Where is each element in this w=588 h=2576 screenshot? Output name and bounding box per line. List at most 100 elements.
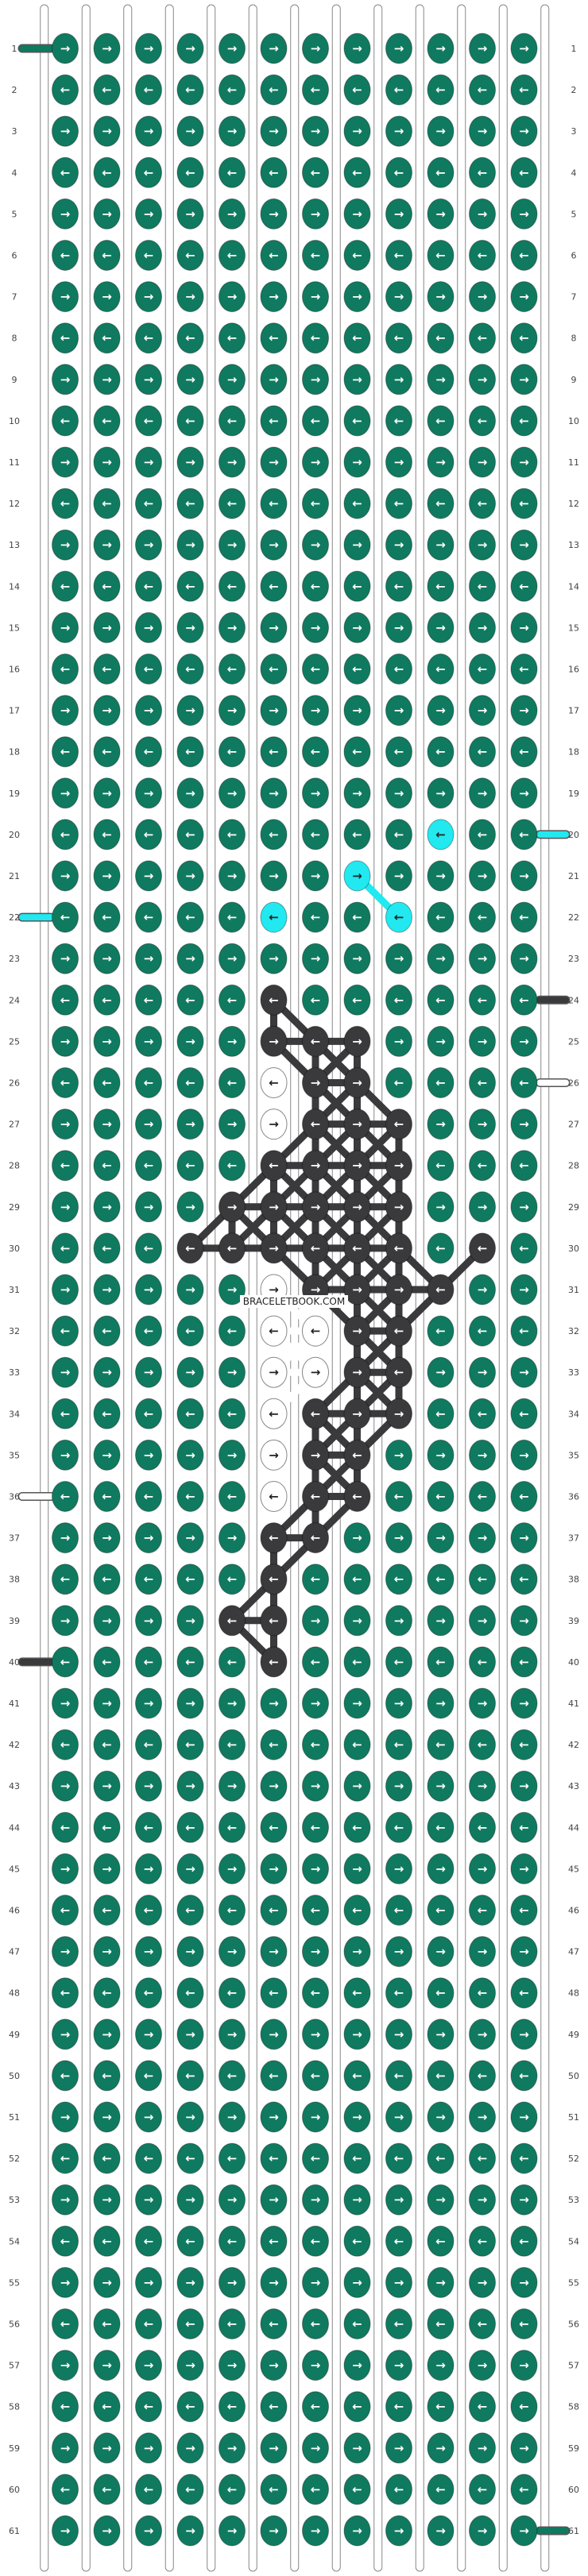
knot: ←: [510, 1481, 538, 1512]
row-label-left: 46: [9, 1906, 20, 1916]
knot-bead: [52, 1439, 79, 1471]
arrow-left-icon: ←: [394, 1903, 404, 1918]
knot: →: [427, 2266, 455, 2298]
knot-bead: [302, 2474, 329, 2505]
knot-bead: [52, 2515, 79, 2547]
knot-bead: [302, 2515, 329, 2547]
knot: →: [219, 364, 246, 395]
knot-bead: [93, 1522, 121, 1554]
knot-bead: [93, 654, 121, 684]
arrow-left-icon: ←: [478, 2151, 488, 2165]
arrow-right-icon: →: [227, 1034, 238, 1048]
knot: ←: [52, 1646, 79, 1678]
arrow-left-icon: ←: [435, 496, 446, 511]
knot: →: [343, 198, 371, 229]
knot-bead: [176, 2060, 204, 2092]
arrow-right-icon: →: [269, 1241, 279, 1255]
arrow-right-icon: →: [478, 704, 488, 718]
knot-bead: [176, 1398, 204, 1429]
knot: ←: [510, 2474, 538, 2505]
knot: →: [469, 2266, 496, 2298]
knot-bead: [343, 405, 371, 437]
knot: →: [93, 2101, 121, 2133]
knot-bead: [260, 2308, 288, 2339]
knot-bead: [427, 654, 455, 684]
arrow-left-icon: ←: [519, 2151, 529, 2165]
row-label-left: 58: [9, 2402, 20, 2412]
knot-bead: [427, 2266, 455, 2298]
knot-bead: [219, 529, 246, 561]
knot-bead: [510, 488, 538, 519]
knot: ←: [427, 1977, 455, 2009]
knot: ←: [260, 1315, 288, 1347]
knot-bead: [302, 281, 329, 313]
knot-bead: [302, 611, 329, 643]
arrow-left-icon: ←: [102, 2069, 112, 2083]
knot-bead: [385, 2308, 412, 2339]
knot: ←: [510, 570, 538, 602]
knot: ←: [176, 819, 204, 850]
knot-bead: [302, 115, 329, 147]
knot-bead: [135, 1770, 162, 1802]
arrow-right-icon: →: [144, 786, 154, 800]
knot: →: [343, 364, 371, 395]
knot: ←: [343, 736, 371, 768]
knot: ←: [385, 1895, 412, 1926]
knot: →: [260, 1191, 288, 1223]
arrow-right-icon: →: [519, 1365, 529, 1379]
arrow-left-icon: ←: [185, 745, 195, 759]
knot-bead: [260, 322, 288, 354]
knot-bead: [385, 1315, 412, 1347]
knot: →: [385, 115, 412, 147]
arrow-right-icon: →: [144, 41, 154, 56]
knot: →: [302, 2515, 329, 2547]
knot: →: [93, 281, 121, 313]
arrow-right-icon: →: [352, 1034, 362, 1048]
row-label-right: 57: [568, 2361, 579, 2371]
arrow-left-icon: ←: [102, 1655, 112, 1669]
knot: →: [135, 2184, 162, 2215]
knot: ←: [135, 1232, 162, 1264]
knot-bead: [260, 156, 288, 188]
knot-bead: [510, 1729, 538, 1760]
knot: ←: [176, 1232, 204, 1264]
arrow-left-icon: ←: [435, 1655, 446, 1669]
arrow-left-icon: ←: [435, 1490, 446, 1504]
arrow-left-icon: ←: [519, 1903, 529, 1918]
knot: →: [385, 1274, 412, 1305]
row-label-left: 13: [9, 540, 20, 550]
knot-bead: [469, 2225, 496, 2257]
knot-bead: [52, 322, 79, 354]
knot: ←: [343, 1729, 371, 1760]
arrow-left-icon: ←: [519, 2234, 529, 2248]
knot-bead: [302, 2350, 329, 2381]
arrow-left-icon: ←: [227, 1614, 238, 1628]
knot: →: [93, 1522, 121, 1554]
knot: ←: [343, 1232, 371, 1264]
knot: ←: [135, 1811, 162, 1843]
arrow-left-icon: ←: [227, 2482, 238, 2497]
knot: →: [176, 1687, 204, 1719]
knot-bead: [343, 322, 371, 354]
knot-bead: [427, 1356, 455, 1388]
arrow-right-icon: →: [227, 1779, 238, 1793]
row-label-right: 34: [568, 1409, 579, 1419]
arrow-right-icon: →: [478, 1448, 488, 1462]
row-label-right: 32: [568, 1326, 579, 1336]
arrow-left-icon: ←: [352, 2069, 362, 2083]
arrow-right-icon: →: [519, 1861, 529, 1876]
knot-bead: [93, 115, 121, 147]
knot-bead: [135, 1274, 162, 1305]
knot-bead: [469, 1977, 496, 2009]
knot-bead: [219, 570, 246, 602]
knot-bead: [510, 1109, 538, 1140]
knot-bead: [302, 1109, 329, 1140]
arrow-right-icon: →: [60, 1034, 71, 1048]
arrow-right-icon: →: [144, 1117, 154, 1132]
knot: ←: [385, 736, 412, 768]
arrow-left-icon: ←: [394, 910, 404, 924]
arrow-right-icon: →: [435, 538, 446, 552]
knot-bead: [219, 736, 246, 768]
knot-bead: [219, 695, 246, 727]
arrow-right-icon: →: [102, 2358, 112, 2373]
